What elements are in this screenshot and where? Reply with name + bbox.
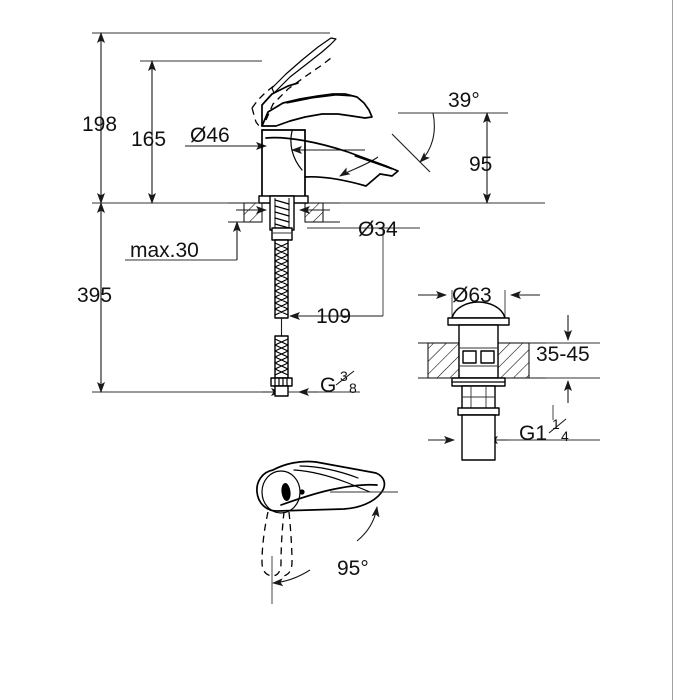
- label-g38-denominator: 8: [349, 380, 357, 396]
- label-d63: Ø63: [452, 284, 492, 307]
- label-39deg: 39°: [448, 89, 480, 112]
- label-max30: max.30: [130, 239, 199, 262]
- dimension-g114: [428, 405, 600, 444]
- leader-spout-underside: [339, 156, 379, 177]
- label-198: 198: [82, 113, 117, 136]
- label-35-45: 35-45: [536, 343, 590, 366]
- dimension-max30: [125, 221, 241, 261]
- drain-deck-hatch-left: [427, 342, 460, 379]
- drain-detail: [418, 290, 600, 461]
- hose-lower: [274, 335, 289, 379]
- dimension-109: [289, 228, 384, 320]
- handle-plan-view: [256, 460, 398, 604]
- label-g38-numerator: 3: [340, 368, 348, 384]
- drain-deck-hatch-right: [497, 342, 530, 379]
- label-g38: G 3 8: [320, 368, 357, 397]
- label-109: 109: [316, 305, 351, 328]
- hose-upper: [274, 239, 289, 319]
- label-g114-denominator: 4: [561, 428, 569, 444]
- label-g114-numerator: 1: [552, 416, 560, 432]
- label-g114-letter: G1: [519, 422, 547, 445]
- label-g38-letter: G: [320, 374, 336, 397]
- label-95: 95: [469, 153, 492, 176]
- dimension-95deg: [272, 506, 380, 587]
- label-95deg: 95°: [337, 557, 369, 580]
- label-165: 165: [131, 128, 166, 151]
- dimension-d63: [418, 290, 540, 318]
- label-g114: G1 1 4: [519, 416, 569, 445]
- faucet-elevation: [228, 37, 399, 397]
- deck-hatch-right: [304, 202, 324, 223]
- dimension-39deg: [391, 112, 435, 173]
- shank-thread: [274, 198, 290, 230]
- label-d46: Ø46: [190, 124, 230, 147]
- deck-hatch-left: [243, 202, 263, 223]
- label-395: 395: [77, 284, 112, 307]
- label-d34: Ø34: [358, 218, 398, 241]
